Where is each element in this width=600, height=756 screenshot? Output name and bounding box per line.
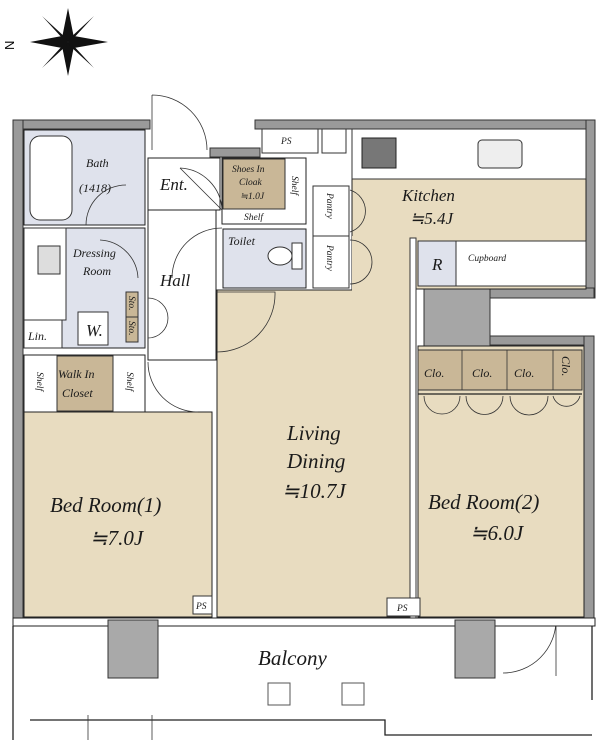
- washer-label: W.: [86, 321, 103, 340]
- fridge-label: R: [431, 255, 443, 274]
- ps-label: PS: [195, 602, 207, 612]
- entrance-label: Ent.: [159, 175, 188, 194]
- shelf-label: Shelf: [34, 372, 45, 392]
- linen-label: Lin.: [27, 329, 47, 343]
- closet-label: Clo.: [559, 356, 573, 376]
- bedroom2-size: ≒6.0J: [470, 521, 525, 545]
- pillar: [454, 619, 496, 679]
- walk-in-label-2: Closet: [62, 386, 93, 400]
- shelf-label: Shelf: [289, 176, 300, 196]
- shelf-label: Shelf: [124, 372, 135, 392]
- shoes-cloak-label-2: Cloak: [239, 178, 262, 188]
- bedroom1-size: ≒7.0J: [90, 526, 145, 550]
- storage-2: [125, 316, 139, 343]
- bath-label: Bath: [86, 156, 109, 170]
- living-dining: [216, 289, 415, 618]
- toilet-label: Toilet: [228, 234, 256, 248]
- pantry-2: [312, 235, 350, 289]
- pantry-label: Pantry: [324, 192, 334, 220]
- living-label-1: Living: [286, 421, 341, 445]
- ps-bedroom1: [192, 595, 213, 615]
- ps-label: PS: [280, 137, 292, 147]
- balcony-label: Balcony: [258, 646, 327, 670]
- closet-label: Clo.: [514, 366, 534, 380]
- bath-size: (1418): [79, 181, 111, 195]
- dressing-label-2: Room: [82, 264, 111, 278]
- living-size: ≒10.7J: [282, 479, 347, 503]
- bedroom-2: [417, 345, 585, 618]
- compass-icon: N: [2, 8, 108, 76]
- shoes-cloak-label-1: Shoes In: [232, 165, 265, 175]
- dressing-label-1: Dressing: [72, 246, 116, 260]
- ps-top: [261, 128, 319, 154]
- hall: [147, 209, 217, 361]
- kitchen-size: ≒5.4J: [410, 209, 455, 228]
- drain-icon: [267, 682, 291, 706]
- drain-icon: [341, 682, 365, 706]
- living-label-2: Dining: [286, 449, 345, 473]
- sink-icon: [37, 245, 61, 275]
- linen-storage: [23, 319, 63, 349]
- toilet-icon: [267, 246, 293, 266]
- walk-in-label-1: Walk In: [58, 367, 95, 381]
- balcony: [12, 617, 596, 740]
- shoes-cloak-size: ≒1.0J: [240, 192, 265, 202]
- pantry-label: Pantry: [324, 244, 334, 272]
- storage-label: Sto.: [126, 296, 136, 311]
- shoes-cloak: [222, 158, 286, 210]
- bedroom2-label: Bed Room(2): [428, 490, 539, 514]
- bedroom-1: [23, 411, 213, 618]
- cupboard: [455, 240, 587, 287]
- hall-label: Hall: [159, 271, 191, 290]
- closet-label: Clo.: [472, 366, 492, 380]
- storage-label: Sto.: [126, 321, 136, 336]
- ps-label: PS: [396, 604, 408, 614]
- bathtub: [29, 135, 73, 221]
- washer-space: [77, 311, 109, 346]
- pantry-1: [312, 185, 350, 237]
- bedroom1-label: Bed Room(1): [50, 493, 161, 517]
- shelf-label: Shelf: [244, 212, 264, 223]
- kitchen-sink-icon: [477, 139, 523, 169]
- ps-living: [386, 597, 421, 617]
- entrance: [147, 157, 221, 211]
- compass-north-label: N: [2, 41, 17, 50]
- cupboard-label: Cupboard: [468, 254, 506, 264]
- kitchen-label: Kitchen: [401, 186, 455, 205]
- pillar: [107, 619, 159, 679]
- stove-icon: [361, 137, 397, 169]
- closet-label: Clo.: [424, 366, 444, 380]
- doors: [85, 94, 581, 676]
